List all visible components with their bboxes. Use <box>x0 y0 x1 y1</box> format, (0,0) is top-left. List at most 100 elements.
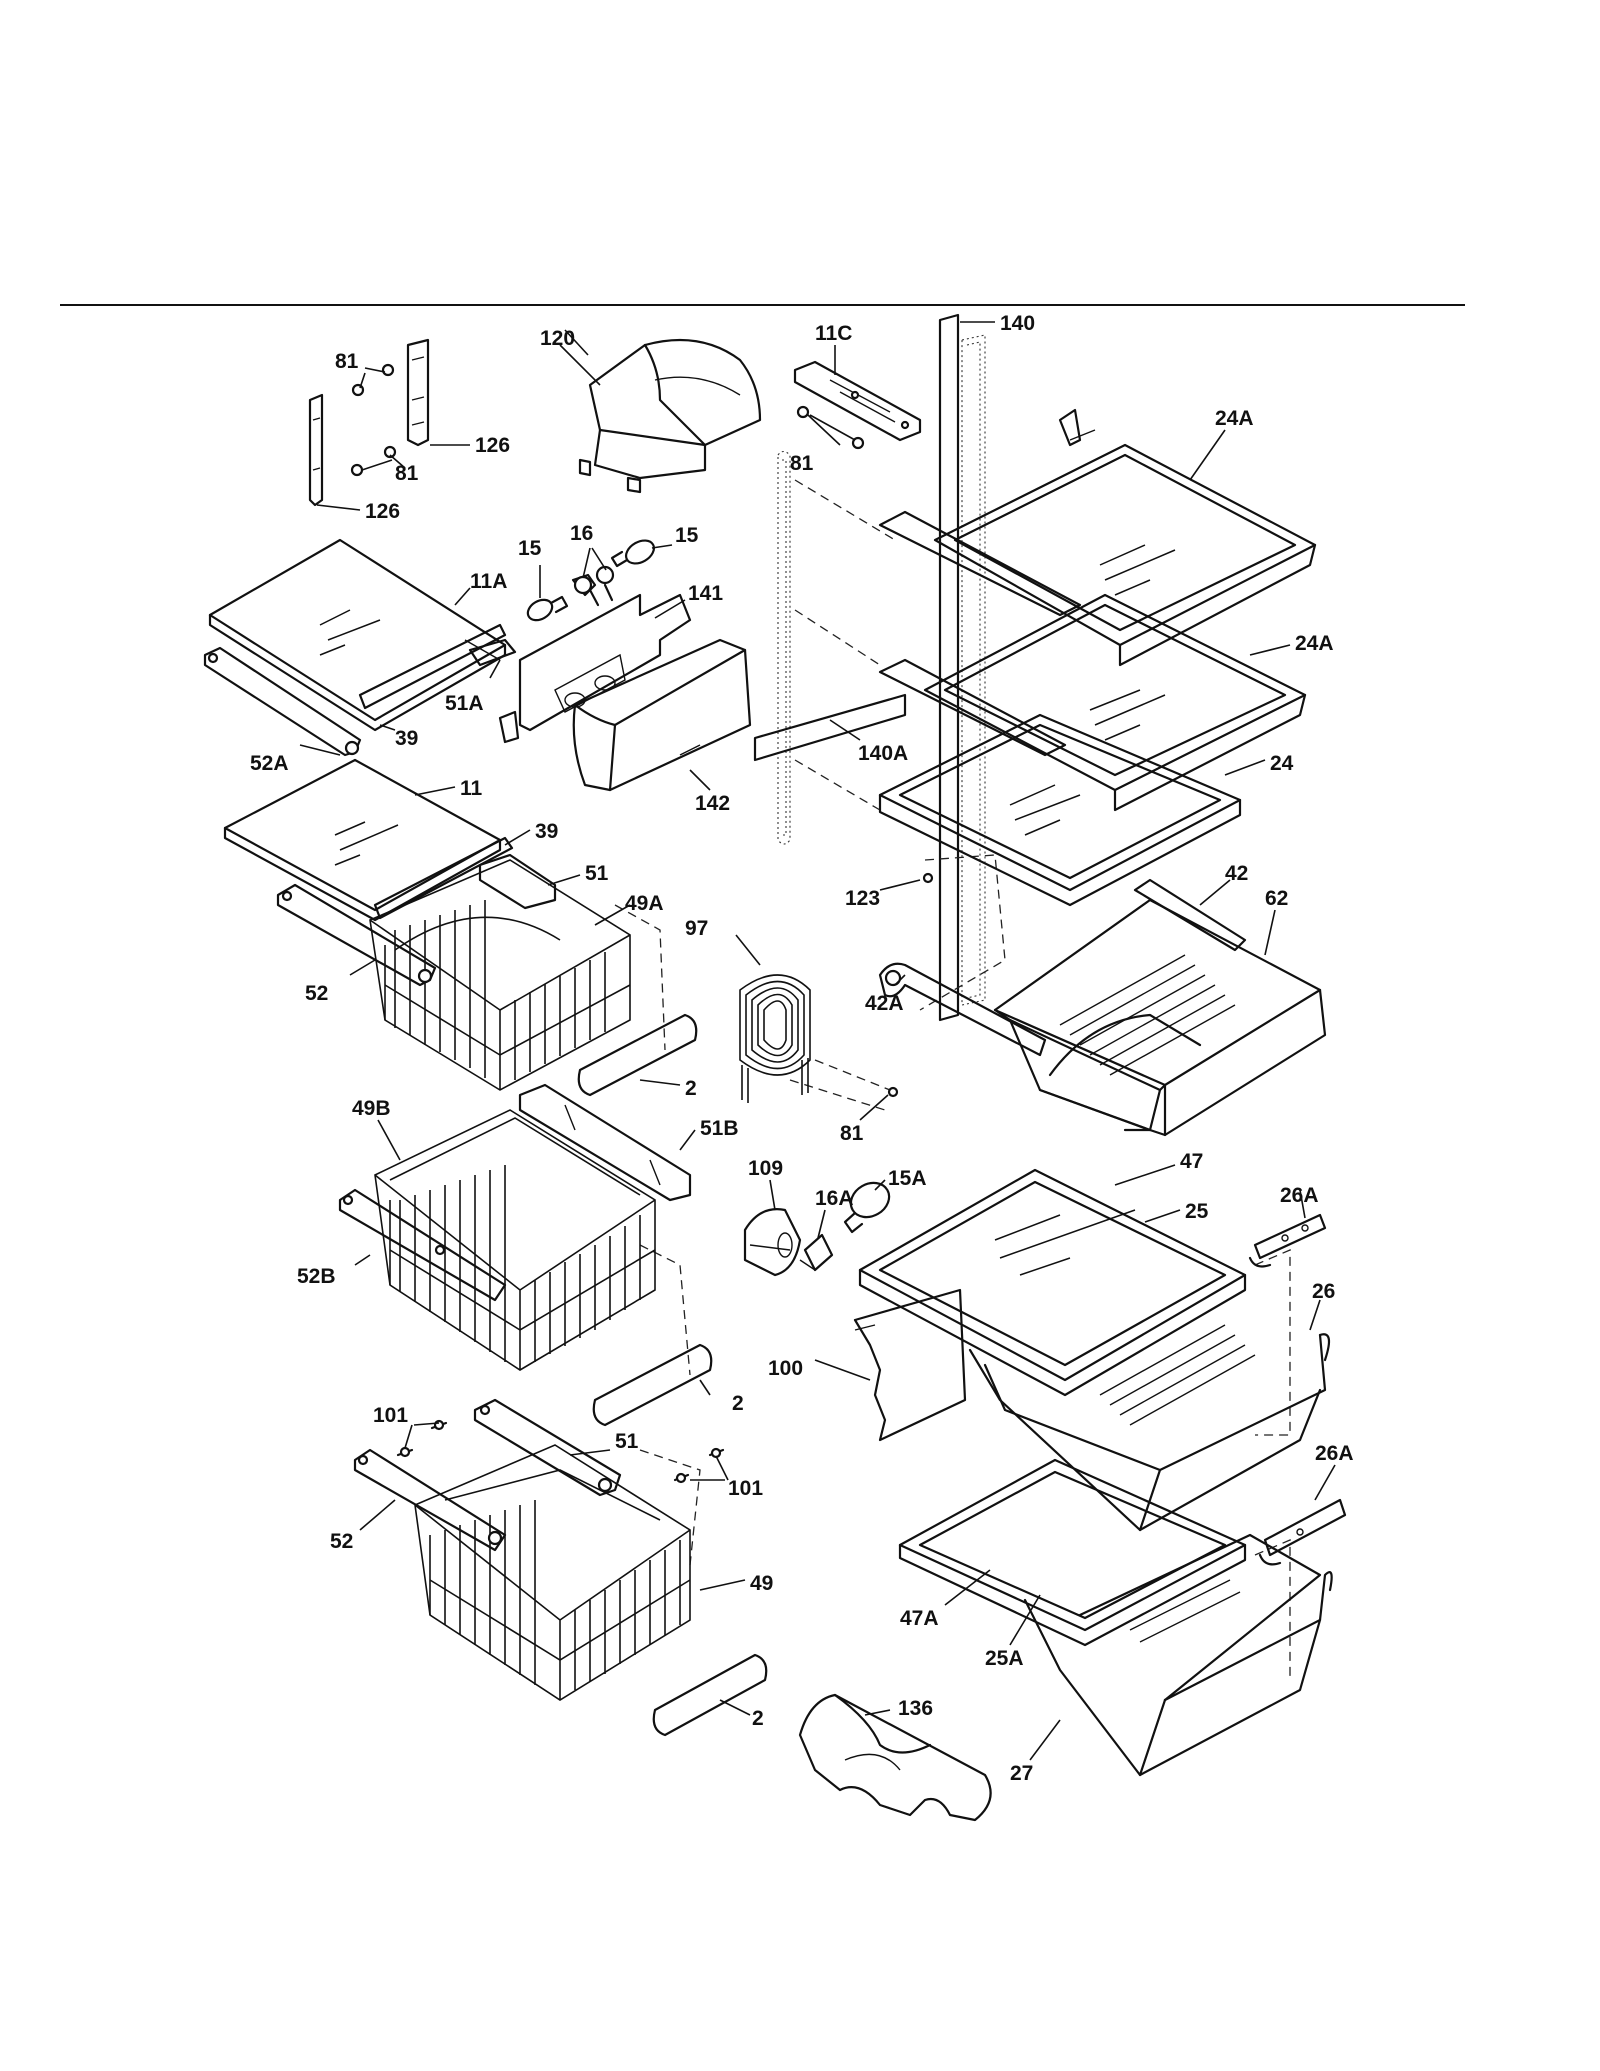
label-123: 123 <box>845 887 880 910</box>
part-52-rail-b <box>353 1448 507 1552</box>
part-109-lamp-cover <box>743 1208 802 1277</box>
label-49b: 49B <box>352 1097 391 1120</box>
part-11a-shelf <box>208 538 507 732</box>
part-62-pan <box>993 898 1327 1137</box>
label-25-a: 25 <box>1185 1200 1209 1223</box>
label-11c: 11C <box>815 322 852 345</box>
part-39-trim-b <box>373 836 514 920</box>
part-52a-rail <box>203 646 362 757</box>
label-24a-a: 24A <box>1215 407 1254 430</box>
label-52-a: 52 <box>305 982 328 1005</box>
label-81-b: 81 <box>395 462 419 485</box>
part-81-screws-a <box>350 363 397 477</box>
label-11: 11 <box>460 777 483 800</box>
label-126-b: 126 <box>365 500 400 523</box>
label-52-b: 52 <box>330 1530 353 1553</box>
part-15-bulbs <box>526 539 656 622</box>
label-39-a: 39 <box>395 727 418 750</box>
label-25a: 25A <box>985 1647 1024 1670</box>
part-11-shelf <box>223 758 502 922</box>
label-51-b: 51 <box>615 1430 639 1453</box>
part-42-rail <box>1133 878 1247 952</box>
label-15a: 15A <box>888 1167 927 1190</box>
part-27-drawer <box>1023 1533 1333 1777</box>
part-136-cradle <box>798 1693 992 1822</box>
label-16a: 16A <box>815 1187 854 1210</box>
label-2-a: 2 <box>685 1077 697 1100</box>
part-39-trim-a <box>358 623 507 710</box>
label-100: 100 <box>768 1357 803 1380</box>
part-51b-rail <box>518 1083 692 1202</box>
part-97-coil <box>739 974 899 1103</box>
part-49-basket <box>414 1444 691 1701</box>
label-140a: 140A <box>858 742 908 765</box>
label-39-b: 39 <box>535 820 558 843</box>
part-47-cover <box>858 1168 1247 1397</box>
part-16-sockets <box>571 565 615 607</box>
part-52-rail-a <box>276 883 437 987</box>
label-26a-b: 26A <box>1315 1442 1354 1465</box>
label-52a: 52A <box>250 752 289 775</box>
part-51-rail-a <box>478 853 557 910</box>
part-47a-cover <box>898 1458 1247 1647</box>
label-24: 24 <box>1270 752 1294 775</box>
label-47-a: 47 <box>1180 1150 1203 1173</box>
label-81-d: 81 <box>840 1122 864 1145</box>
part-140-duct <box>938 313 986 1022</box>
part-81-screws-b <box>796 405 865 450</box>
part-15a-bulb <box>843 1181 891 1234</box>
part-24-shelf <box>878 713 1242 907</box>
part-2-trim-b <box>592 1343 713 1427</box>
label-11a: 11A <box>470 570 507 593</box>
part-120-bin <box>578 338 762 494</box>
label-24a-b: 24A <box>1295 632 1334 655</box>
label-140: 140 <box>1000 312 1035 335</box>
label-62: 62 <box>1265 887 1288 910</box>
part-52b-rail <box>338 1188 507 1302</box>
label-52b: 52B <box>297 1265 336 1288</box>
label-51-a: 51 <box>585 862 609 885</box>
part-2-trim-c <box>652 1653 768 1737</box>
label-26: 26 <box>1312 1280 1335 1303</box>
label-81-a: 81 <box>335 350 359 373</box>
assembly-guides <box>614 479 1291 1680</box>
label-26a-a: 26A <box>1280 1184 1319 1207</box>
part-51a-rail <box>468 638 517 667</box>
label-101-a: 101 <box>373 1404 408 1427</box>
label-42a: 42A <box>865 992 904 1015</box>
part-16a-socket <box>799 1233 834 1272</box>
part-26a-slides <box>1248 1213 1347 1566</box>
label-97: 97 <box>685 917 708 940</box>
label-15-b: 15 <box>675 524 699 547</box>
part-42a-rail <box>878 962 1047 1057</box>
label-51a: 51A <box>445 692 484 715</box>
part-100-panel <box>853 1288 967 1442</box>
part-123-screw <box>922 872 934 884</box>
label-15-a: 15 <box>518 537 542 560</box>
label-142: 142 <box>695 792 730 815</box>
label-81-c: 81 <box>790 452 814 475</box>
label-27: 27 <box>1010 1762 1033 1785</box>
part-26-drawer <box>968 1324 1331 1532</box>
label-120: 120 <box>540 327 575 350</box>
part-101-screws <box>396 1419 725 1484</box>
part-49a-basket <box>369 859 631 1091</box>
part-24a-shelf-mid <box>878 593 1307 812</box>
label-16: 16 <box>570 522 593 545</box>
part-49b-basket <box>374 1109 656 1371</box>
label-141: 141 <box>688 582 723 605</box>
part-11c-rail <box>793 360 922 442</box>
label-51b: 51B <box>700 1117 739 1140</box>
label-101-b: 101 <box>728 1477 763 1500</box>
part-2-trim-a <box>577 1013 698 1097</box>
label-126-a: 126 <box>475 434 510 457</box>
part-140a-gasket <box>753 450 907 845</box>
part-142-cover <box>572 638 752 792</box>
part-51-rail-b <box>473 1398 622 1497</box>
label-109: 109 <box>748 1157 783 1180</box>
label-2-c: 2 <box>752 1707 764 1730</box>
leader-lines <box>299 321 1336 1761</box>
part-24a-shelf-top <box>878 408 1317 667</box>
label-49a: 49A <box>625 892 664 915</box>
